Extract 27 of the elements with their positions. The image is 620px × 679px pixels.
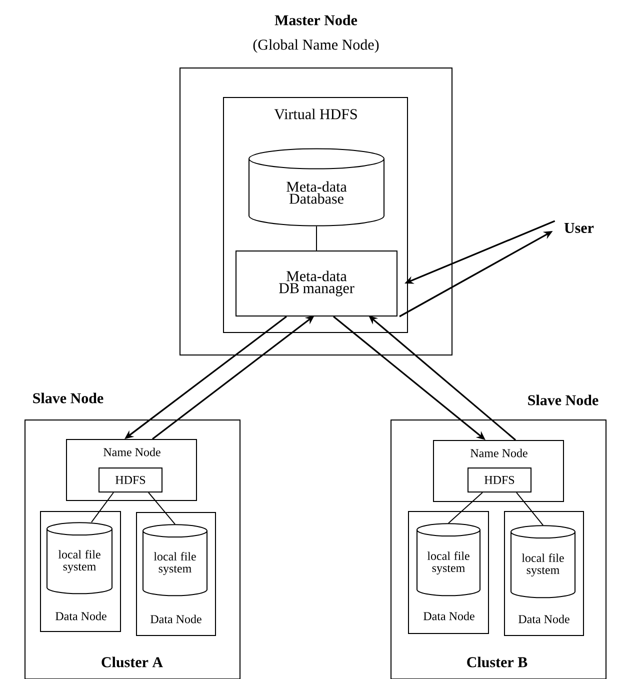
connector-line (448, 492, 483, 524)
box-subheading: (Global Name Node) (253, 39, 379, 53)
box-heading: Virtual HDFS (274, 108, 357, 120)
process-box: HDFS (468, 468, 532, 492)
process-box: HDFS (98, 468, 162, 492)
box-caption: Data Node (150, 614, 202, 624)
box-heading: Name Node (470, 448, 528, 458)
box-caption: Cluster B (467, 656, 528, 668)
process-box: Meta-data DB manager (236, 250, 398, 316)
box-heading: Master Node (274, 14, 358, 26)
connector-line (148, 492, 176, 525)
box-heading: Slave Node (33, 392, 104, 404)
box-caption: Data Node (518, 614, 570, 624)
database-cylinder: Meta-data Database (248, 148, 384, 226)
box-caption: Data Node (424, 612, 474, 620)
connector-line (316, 226, 317, 251)
box-caption: Cluster A (102, 656, 163, 668)
box-heading: Slave Node (528, 394, 598, 406)
storage-cylinder: local file system (142, 524, 208, 596)
storage-cylinder: local file system (416, 523, 480, 596)
actor-label: User (564, 223, 594, 233)
box-caption: Data Node (56, 612, 106, 620)
connector-line (516, 492, 544, 526)
connector-line (91, 492, 114, 523)
box-heading: Name Node (104, 448, 160, 456)
storage-cylinder: local file system (510, 525, 576, 598)
storage-cylinder: local file system (46, 522, 112, 594)
